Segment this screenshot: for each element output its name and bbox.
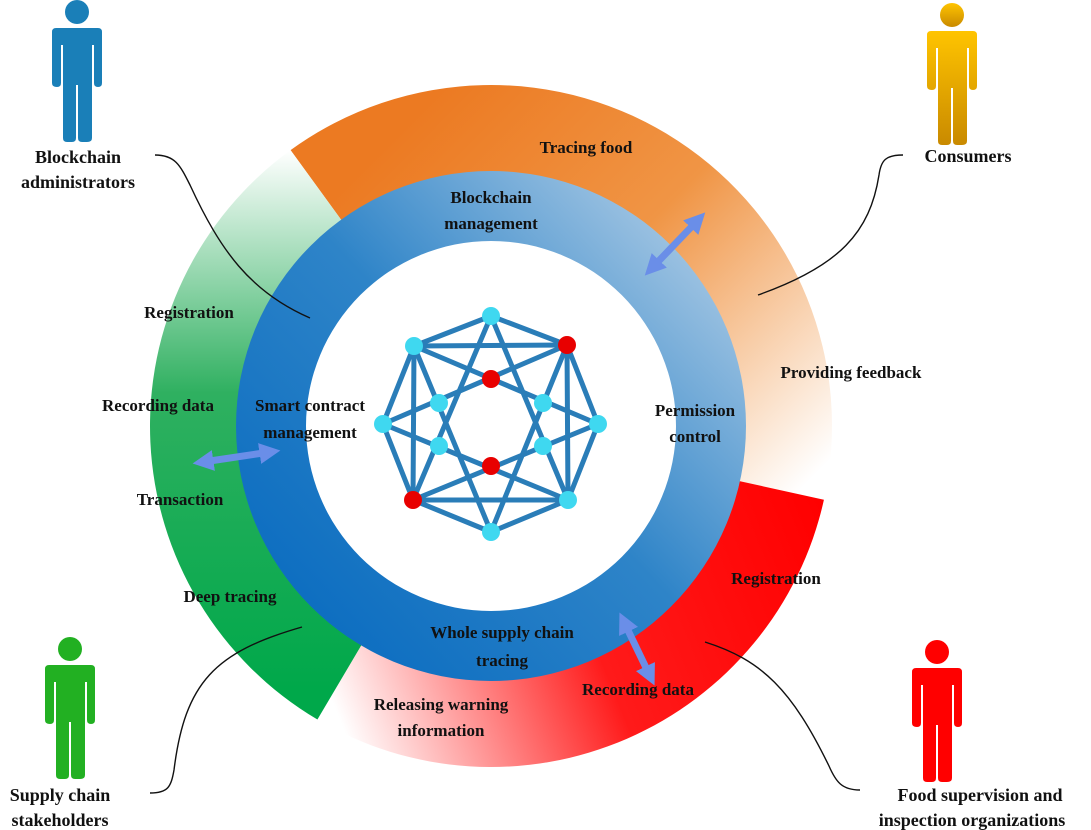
releasing-warning-label-line2: information	[398, 721, 485, 740]
stakeholders-segment	[149, 150, 362, 720]
admins-label-line2: administrators	[21, 172, 135, 192]
supervisors-double-arrow-icon	[619, 612, 655, 686]
deep-tracing-label: Deep tracing	[183, 587, 277, 606]
stakeholder-registration-label: Registration	[144, 303, 234, 322]
network-node-highlighted	[482, 370, 500, 388]
network-node	[534, 394, 552, 412]
blockchain-network-icon	[374, 307, 607, 541]
blockchain-management-label: Blockchain	[450, 188, 532, 207]
network-node	[589, 415, 607, 433]
network-node-highlighted	[404, 491, 422, 509]
consumers-connector	[757, 154, 904, 296]
permission-control-label-line2: control	[669, 427, 721, 446]
transaction-label: Transaction	[137, 490, 224, 509]
network-node	[534, 437, 552, 455]
network-node	[482, 307, 500, 325]
admins-label: Blockchain	[35, 147, 121, 167]
smart-contract-label: Smart contract	[255, 396, 365, 415]
network-node	[405, 337, 423, 355]
tracing-food-label: Tracing food	[540, 138, 633, 157]
network-edge	[564, 342, 571, 503]
network-edge	[380, 421, 416, 503]
supply-chain-tracing-label-line2: tracing	[476, 651, 528, 670]
network-edge	[411, 313, 494, 349]
supervisors-label-line2: inspection organizations	[879, 810, 1066, 830]
network-node	[482, 523, 500, 541]
network-node-highlighted	[482, 457, 500, 475]
network-edge	[411, 342, 570, 349]
network-node	[374, 415, 392, 433]
network-edge	[488, 313, 570, 348]
smart-contract-label-line2: management	[263, 423, 357, 442]
stakeholders-label: Supply chain	[10, 785, 111, 805]
network-node	[559, 491, 577, 509]
admin-person-icon	[52, 0, 102, 142]
stakeholders-double-arrow-icon	[192, 443, 281, 471]
permission-control-label: Permission	[655, 401, 736, 420]
stakeholders-label-line2: stakeholders	[11, 810, 108, 830]
network-edge	[380, 343, 417, 427]
stakeholder-recording-data-label: Recording data	[102, 396, 214, 415]
supervisors-label: Food supervision and	[897, 785, 1062, 805]
supervisor-registration-label: Registration	[731, 569, 821, 588]
consumers-segment	[290, 84, 833, 500]
providing-feedback-label: Providing feedback	[781, 363, 922, 382]
network-edge	[410, 343, 417, 503]
admins-connector	[154, 154, 311, 319]
supply-chain-tracing-label: Whole supply chain	[430, 623, 574, 642]
consumers-label: Consumers	[924, 146, 1011, 166]
supervisors-connector	[704, 641, 861, 791]
releasing-warning-label: Releasing warning	[374, 695, 509, 714]
stakeholder-person-icon	[45, 637, 95, 779]
network-edge	[565, 421, 601, 503]
network-node	[430, 437, 448, 455]
network-edge	[410, 497, 494, 535]
supervisors-segment	[317, 480, 824, 768]
supervisor-person-icon	[912, 640, 962, 782]
network-node	[430, 394, 448, 412]
network-node-highlighted	[558, 336, 576, 354]
stakeholders-connector	[149, 626, 303, 794]
consumer-person-icon	[927, 3, 977, 145]
network-edge	[488, 497, 571, 535]
blockchain-management-label-line2: management	[444, 214, 538, 233]
network-edge	[564, 342, 601, 427]
consumers-double-arrow-icon	[644, 212, 706, 276]
supervisor-recording-data-label: Recording data	[582, 680, 694, 699]
